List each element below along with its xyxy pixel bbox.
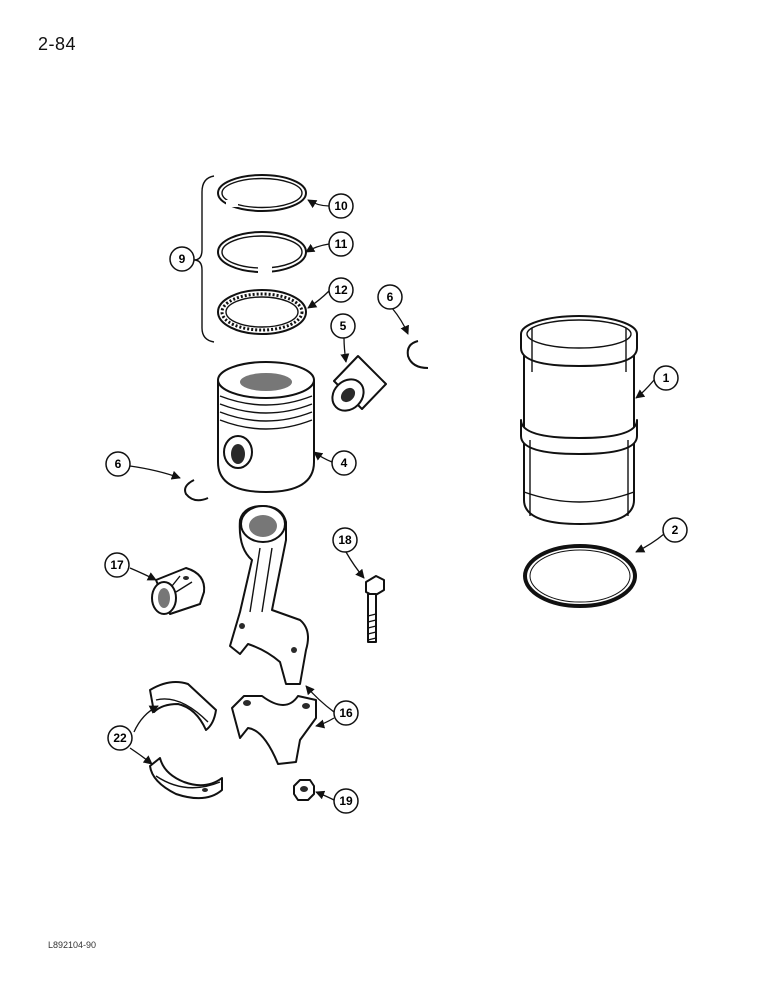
leader-11	[305, 243, 330, 253]
svg-text:2: 2	[672, 523, 679, 537]
small-end-bushing	[151, 567, 206, 615]
rod-bolt	[365, 575, 385, 643]
piston-ring-second	[217, 231, 307, 273]
callout-10: 10	[328, 193, 354, 219]
svg-text:10: 10	[334, 199, 348, 213]
leader-18	[345, 551, 365, 579]
callout-4: 4	[331, 450, 357, 476]
leader-12	[307, 290, 330, 309]
svg-text:9: 9	[179, 252, 186, 266]
svg-text:11: 11	[335, 237, 348, 251]
leader-17	[129, 567, 157, 581]
svg-text:1: 1	[663, 371, 670, 385]
leader-22-b	[129, 747, 153, 765]
svg-text:17: 17	[110, 558, 124, 572]
connecting-rod-cap	[231, 695, 317, 765]
callout-16: 16	[333, 700, 359, 726]
leader-22-a	[133, 705, 159, 733]
page-number: 2-84	[38, 34, 77, 54]
callout-22: 22	[107, 725, 133, 751]
leader-1	[635, 379, 655, 399]
callout-6-top: 6	[377, 284, 403, 310]
cylinder-liner	[520, 315, 638, 525]
svg-text:16: 16	[339, 706, 353, 720]
leader-19	[315, 790, 335, 801]
rod-nut	[293, 779, 315, 801]
svg-text:18: 18	[338, 533, 352, 547]
callout-18: 18	[332, 527, 358, 553]
leader-2	[635, 533, 665, 553]
liner-o-ring	[523, 544, 637, 608]
svg-text:22: 22	[113, 731, 127, 745]
callout-11: 11	[328, 231, 354, 257]
callout-19: 19	[333, 788, 359, 814]
bearing-shell-lower	[149, 757, 223, 800]
leader-5	[340, 337, 350, 363]
callout-2: 2	[662, 517, 688, 543]
leader-16-b	[315, 717, 335, 729]
callout-5: 5	[330, 313, 356, 339]
leader-16-a	[305, 685, 335, 713]
svg-text:5: 5	[340, 319, 347, 333]
leader-4	[313, 451, 333, 463]
svg-text:19: 19	[339, 794, 353, 808]
callout-9: 9	[169, 246, 195, 272]
callout-1: 1	[653, 365, 679, 391]
ring-set-bracket	[193, 175, 215, 343]
svg-text:6: 6	[387, 290, 394, 304]
piston	[217, 361, 315, 493]
leader-6-left	[129, 465, 181, 480]
svg-text:6: 6	[115, 457, 122, 471]
bearing-shell-upper	[149, 681, 217, 731]
snap-ring-left	[184, 479, 209, 502]
svg-text:12: 12	[334, 283, 348, 297]
callout-12: 12	[328, 277, 354, 303]
snap-ring-upper	[406, 340, 429, 369]
figure-code: L892104-90	[48, 940, 97, 950]
leader-10	[307, 199, 330, 209]
svg-text:4: 4	[341, 456, 348, 470]
leader-6-top	[391, 307, 409, 335]
callout-6-left: 6	[105, 451, 131, 477]
connecting-rod	[229, 505, 309, 685]
piston-pin	[331, 355, 387, 412]
piston-ring-top	[217, 174, 307, 212]
callout-17: 17	[104, 552, 130, 578]
piston-ring-oil	[217, 289, 307, 335]
